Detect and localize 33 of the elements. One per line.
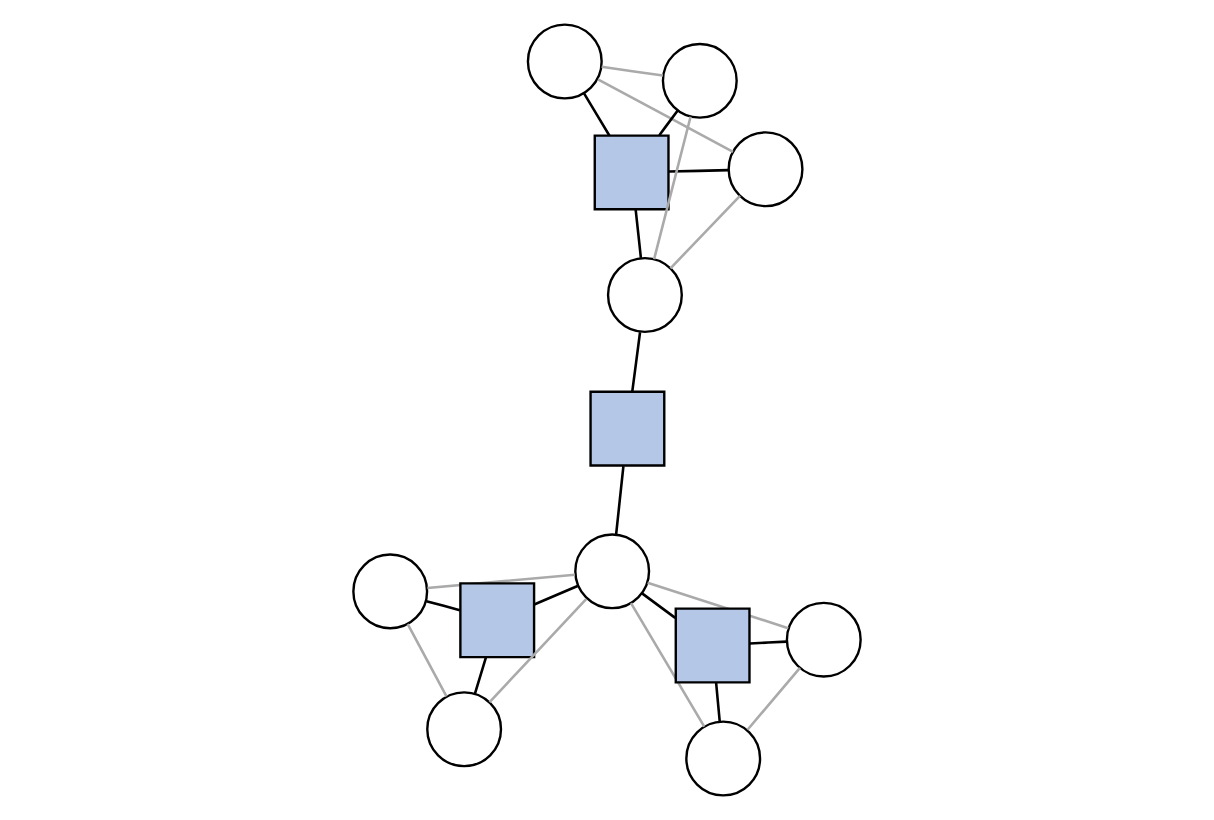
connector bbox=[473, 656, 488, 695]
connector bbox=[652, 116, 692, 260]
connector bbox=[533, 584, 579, 606]
connector bbox=[629, 602, 706, 728]
connector bbox=[668, 168, 729, 173]
connector bbox=[634, 209, 643, 258]
connector bbox=[658, 109, 679, 136]
connector bbox=[426, 599, 461, 612]
connector bbox=[488, 597, 588, 703]
connector bbox=[597, 78, 734, 153]
node-circle bbox=[727, 131, 804, 208]
connector bbox=[582, 92, 611, 137]
node-circle bbox=[526, 23, 603, 100]
connector bbox=[714, 682, 722, 722]
connector bbox=[669, 195, 741, 270]
node-box bbox=[459, 582, 536, 659]
connector bbox=[601, 65, 664, 77]
connector bbox=[749, 640, 787, 645]
connector bbox=[406, 623, 448, 697]
node-circle bbox=[661, 42, 738, 119]
connector bbox=[614, 466, 625, 535]
node-circle bbox=[352, 553, 429, 630]
connector bbox=[746, 667, 801, 731]
node-box bbox=[589, 390, 666, 467]
node-circle bbox=[606, 256, 683, 333]
node-circle bbox=[574, 533, 651, 610]
node-circle bbox=[785, 601, 862, 678]
connector bbox=[631, 332, 642, 392]
connector bbox=[641, 592, 676, 619]
node-circle bbox=[685, 720, 762, 797]
node-box bbox=[674, 607, 751, 684]
node-box bbox=[593, 134, 670, 211]
node-circle bbox=[426, 691, 503, 768]
